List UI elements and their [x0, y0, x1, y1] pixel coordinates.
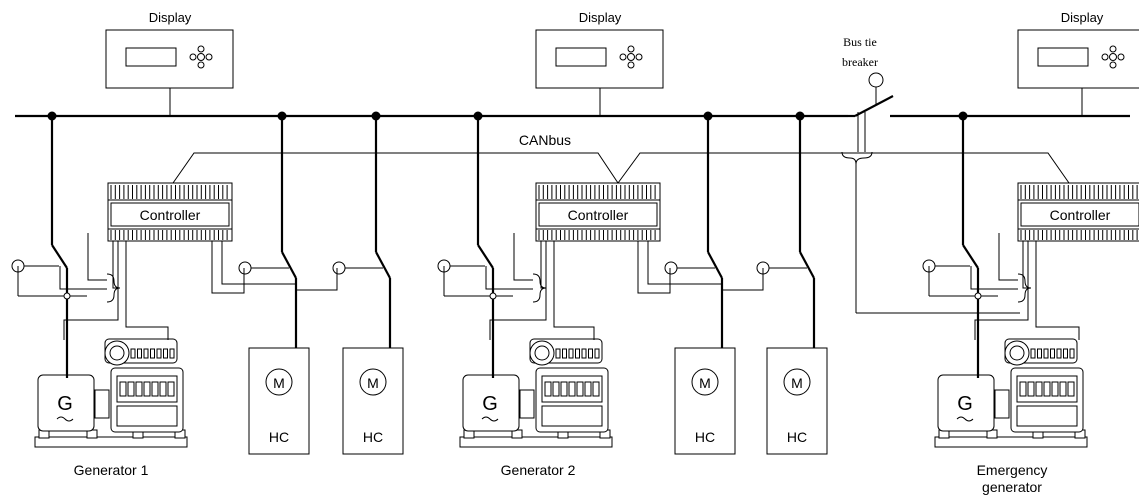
generator-breaker-2	[437, 111, 595, 378]
display-unit-3: Display	[1017, 10, 1139, 116]
navigation-keypad-icon	[619, 45, 643, 69]
breaker-blade	[51, 244, 68, 269]
breaker-actuator-icon	[664, 261, 678, 275]
display-screen	[125, 47, 177, 67]
display-screen	[1037, 47, 1089, 67]
breaker-blade	[477, 244, 494, 269]
consumer-4: M HC	[756, 111, 828, 455]
controller-unit-3: Controller	[1017, 182, 1139, 242]
motor-symbol: M	[791, 375, 803, 391]
motor-icon	[691, 368, 719, 396]
generator-symbol: G	[957, 393, 973, 415]
breaker-blade	[799, 251, 815, 279]
controller-label: Controller	[140, 207, 201, 223]
controller-unit-1: Controller	[107, 182, 233, 242]
breaker-actuator-icon	[332, 261, 346, 275]
bus-tie-breaker-blade	[854, 95, 894, 117]
consumer-1: M HC	[238, 111, 310, 455]
navigation-keypad-icon	[189, 45, 213, 69]
breaker-blade	[962, 244, 979, 269]
display-unit-2: Display	[535, 10, 664, 116]
consumer-3: M HC	[664, 111, 736, 455]
consumer-cabinet	[342, 347, 404, 455]
consumer-control-wiring	[211, 241, 764, 294]
consumer-cabinet	[766, 347, 828, 455]
navigation-keypad-icon	[1101, 45, 1125, 69]
breaker-blade	[707, 251, 723, 279]
consumer-label: HC	[787, 429, 807, 445]
generator-set-3: G	[934, 338, 1088, 448]
alternator-housing	[937, 374, 995, 432]
canbus-label: CANbus	[519, 132, 571, 148]
motor-symbol: M	[699, 375, 711, 391]
generator-symbol: G	[482, 393, 498, 415]
generator-skid	[934, 436, 1088, 448]
motor-icon	[359, 368, 387, 396]
breaker-actuator-icon	[238, 261, 252, 275]
generator-1-label: Generator 1	[74, 462, 149, 478]
generator-2-label: Generator 2	[501, 462, 576, 478]
generator-set-1: G	[34, 338, 188, 448]
consumer-cabinet	[248, 347, 310, 455]
consumer-cabinet	[674, 347, 736, 455]
canbus: CANbus	[172, 132, 1070, 184]
bus-tie-actuator-icon	[868, 72, 884, 88]
controller-label: Controller	[1050, 207, 1111, 223]
alternator-housing	[462, 374, 520, 432]
display-screen	[555, 47, 607, 67]
controller-label: Controller	[568, 207, 629, 223]
bus-tie-breaker: Bus tie breaker	[841, 35, 1020, 314]
bus-tie-label-line2: breaker	[842, 55, 878, 69]
generator-symbol: G	[57, 393, 73, 415]
consumer-label: HC	[695, 429, 715, 445]
display-unit-1: Display	[105, 10, 234, 116]
emergency-generator-label-line1: Emergency	[977, 462, 1048, 478]
controller-label-area	[1020, 202, 1139, 227]
motor-icon	[265, 368, 293, 396]
consumer-label: HC	[269, 429, 289, 445]
controller-unit-2: Controller	[535, 182, 661, 242]
generator-breaker-1	[11, 111, 169, 378]
display-label: Display	[1061, 10, 1104, 25]
breaker-blade	[375, 251, 391, 279]
display-label: Display	[149, 10, 192, 25]
generator-skid	[459, 436, 613, 448]
motor-icon	[783, 368, 811, 396]
controller-label-area	[538, 202, 658, 227]
breaker-blade	[281, 251, 297, 279]
consumer-label: HC	[363, 429, 383, 445]
consumer-2: M HC	[332, 111, 404, 455]
motor-symbol: M	[273, 375, 285, 391]
generator-breaker-3	[922, 111, 1080, 378]
emergency-generator-label-line2: generator	[982, 479, 1042, 495]
motor-symbol: M	[367, 375, 379, 391]
generator-skid	[34, 436, 188, 448]
display-label: Display	[579, 10, 622, 25]
controller-label-area	[110, 202, 230, 227]
generator-set-2: G	[459, 338, 613, 448]
bus-tie-label-line1: Bus tie	[843, 35, 877, 49]
